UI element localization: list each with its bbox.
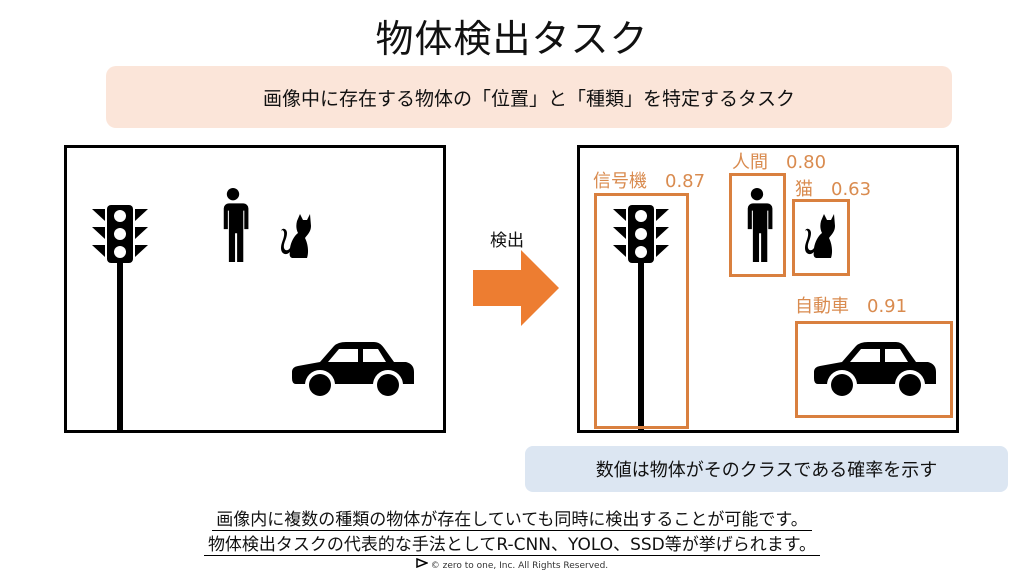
- arrow-label: 検出: [490, 231, 524, 251]
- body-line: 画像内に複数の種類の物体が存在していても同時に検出することが可能です。: [0, 505, 1024, 531]
- bbox-car: [795, 321, 953, 418]
- subtitle-banner: 画像中に存在する物体の「位置」と「種類」を特定するタスク: [106, 66, 952, 128]
- input-image-frame: [64, 145, 446, 433]
- note-box: 数値は物体がそのクラスである確率を示す: [525, 446, 1008, 492]
- bbox-traffic-light: [594, 193, 689, 429]
- output-image-frame: [577, 145, 959, 433]
- note-text: 数値は物体がそのクラスである確率を示す: [595, 460, 938, 481]
- subtitle-text: 画像中に存在する物体の「位置」と「種類」を特定するタスク: [262, 87, 795, 110]
- body-line: 物体検出タスクの代表的な手法としてR-CNN、YOLO、SSD等が挙げられます。: [0, 530, 1024, 556]
- bbox-person: [729, 173, 786, 277]
- slide-title: 物体検出タスク: [375, 17, 649, 61]
- person-icon: [216, 188, 250, 262]
- arrow-right-icon: [473, 250, 559, 326]
- footer: © zero to one, Inc. All Rights Reserved.: [0, 557, 1024, 571]
- traffic-light-icon: [92, 205, 148, 430]
- car-icon: [290, 340, 416, 402]
- bbox-cat: [792, 199, 850, 276]
- logo-play-icon: [416, 557, 429, 569]
- cat-icon: [278, 212, 312, 260]
